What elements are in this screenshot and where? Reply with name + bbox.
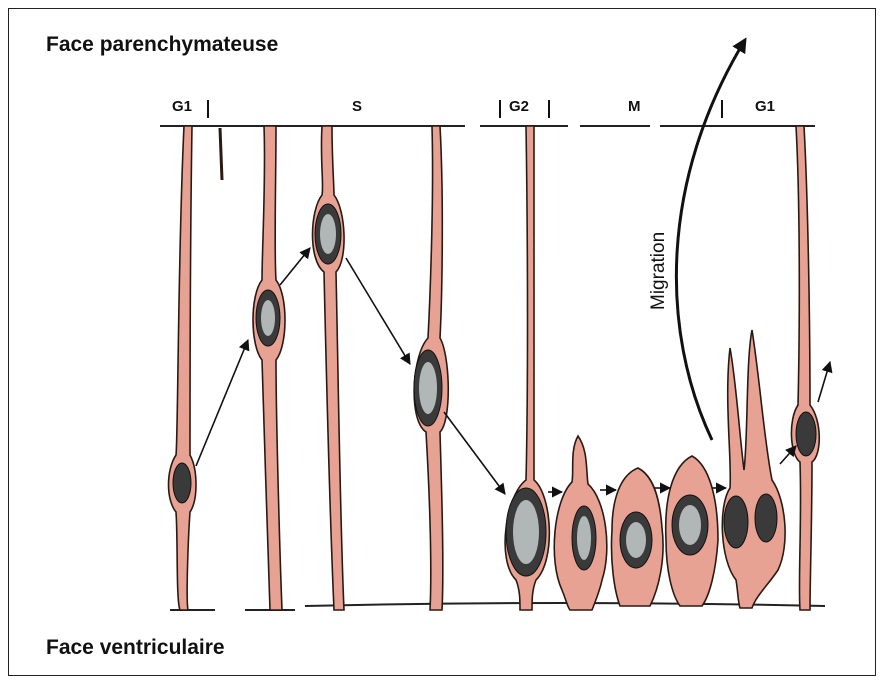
phase-label-g2: G2 [509, 98, 529, 115]
phase-label-g1: G1 [172, 98, 192, 115]
top-surface-label: Face parenchymateuse [46, 33, 278, 57]
cell-3 [313, 126, 345, 610]
nucleus-1 [173, 463, 191, 503]
cell-2 [253, 126, 285, 610]
phase-label-g1-second: G1 [755, 98, 775, 115]
phase-label-m: M [628, 98, 641, 115]
surface-stub [220, 128, 222, 180]
nucleus-m4a [724, 496, 748, 548]
cell-6 [791, 126, 819, 610]
nucleus-6 [796, 412, 816, 456]
nucleus-m4b [755, 494, 777, 542]
cell-m4 [722, 330, 785, 608]
phase-ticks [208, 100, 722, 118]
bottom-surface-label: Face ventriculaire [46, 636, 225, 660]
cell-1 [169, 126, 197, 610]
migration-label: Migration [648, 232, 670, 310]
bottom-surface [170, 603, 825, 610]
phase-label-s: S [352, 98, 362, 115]
